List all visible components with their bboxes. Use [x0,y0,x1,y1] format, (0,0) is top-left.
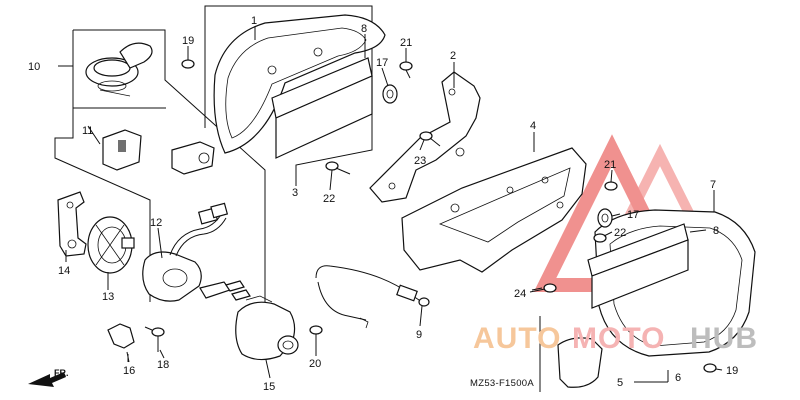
part-13-lock [87,216,135,274]
label-18: 18 [157,359,169,371]
watermark-hub: HUB [690,322,758,355]
part-21-bolt-top [399,61,413,79]
front-direction-label: FR. [54,368,69,378]
label-6: 6 [675,372,681,384]
label-23: 23 [414,155,426,167]
part-11-block [102,129,142,171]
part-24-bolt [531,283,557,293]
part-22-bolt-right [593,233,607,243]
part-8-pad-top [271,57,373,159]
label-3: 3 [292,187,298,199]
label-5: 5 [617,377,623,389]
part-12-switch [142,202,251,302]
label-21-top: 21 [400,37,412,49]
label-16: 16 [123,365,135,377]
label-19-top: 19 [182,35,194,47]
label-22-left: 22 [323,193,335,205]
part-15-cylinder [235,295,299,361]
front-direction-arrow: FR. [28,368,69,387]
label-10: 10 [28,61,40,73]
part-21-bolt-right [604,181,618,191]
part-9-cable [315,265,430,329]
part-8-pad-right [587,223,689,309]
label-12: 12 [150,217,162,229]
part-labels: 1 2 3 4 5 6 7 8 8 9 10 11 12 13 14 15 16… [28,15,738,393]
label-17-right: 17 [627,209,639,221]
watermark-moto: MOTO [572,322,665,355]
label-8-top: 8 [361,23,367,35]
label-8-right: 8 [713,225,719,237]
label-21-right: 21 [604,159,616,171]
small-lock-part [171,141,215,175]
label-19-right: 19 [726,365,738,377]
part-20-bolt [309,325,323,352]
part-19-bolt-top [181,52,195,69]
label-7: 7 [710,179,716,191]
label-2: 2 [450,50,456,62]
part-5-cover [557,337,603,388]
label-11: 11 [82,125,93,137]
diagram-code: MZ53-F1500A [470,378,534,389]
part-14-bracket [57,191,87,257]
part-18-screw [144,326,165,352]
watermark-text: AUTO MOTO HUB [473,322,758,355]
label-22-right: 22 [614,227,626,239]
label-4: 4 [530,120,536,132]
label-14: 14 [58,265,70,277]
label-17-top: 17 [376,57,388,69]
part-23-bolt [419,131,441,147]
leader-lines [65,26,723,383]
cap-assembly [85,42,153,97]
watermark-auto: AUTO [473,322,561,355]
part-17-grommet-top [382,84,398,104]
part-16-key [107,323,135,362]
part-22-bolt-left [325,161,351,175]
part-17-grommet-right [597,208,613,228]
label-24: 24 [514,288,526,300]
label-1: 1 [251,15,257,27]
label-20: 20 [309,358,321,370]
part-19-bolt-right [703,363,717,373]
part-1-case [213,14,386,154]
group-10-bracket [54,29,266,330]
label-15: 15 [263,381,275,393]
part-4-frame [401,147,587,273]
label-9: 9 [416,329,422,341]
label-13: 13 [102,291,114,303]
